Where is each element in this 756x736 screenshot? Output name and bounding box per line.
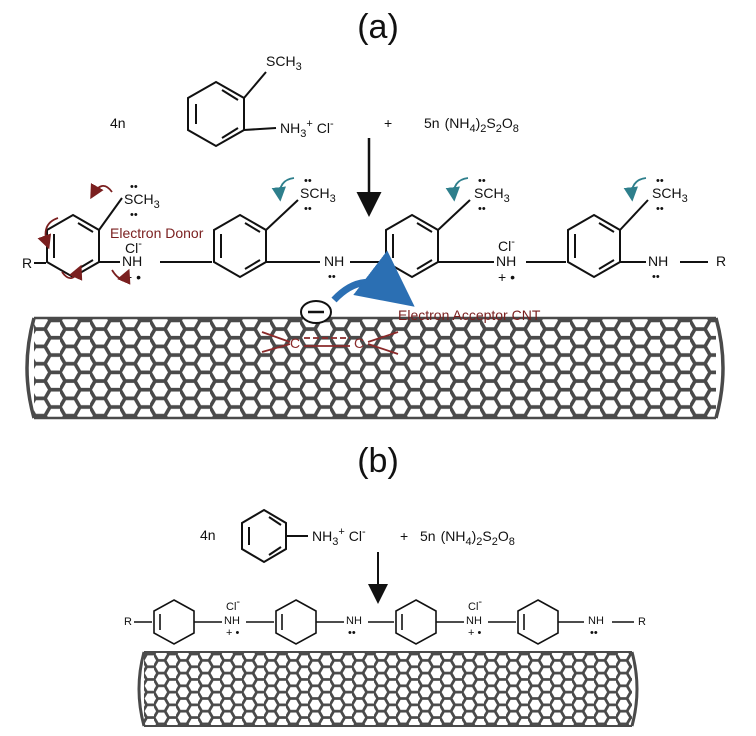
ring-double-bond — [268, 546, 282, 556]
ammonium-persulfate: 5n(NH4)2S2O8 — [420, 528, 515, 548]
end-group-right: R — [638, 616, 646, 628]
bond — [243, 127, 277, 131]
panel-a-reactants: 4n SCH3 NH3+Cl- + 5n(NH4)2S2O8 — [110, 53, 519, 148]
thiomethyl-group: SCH3 — [300, 185, 336, 205]
lone-pair: •• — [304, 175, 312, 187]
benzene-ring — [517, 599, 559, 645]
imine-group: NH — [588, 615, 604, 627]
end-group-right: R — [716, 253, 726, 269]
curly-arrow-icon — [111, 268, 131, 285]
lone-pair: •• — [656, 175, 664, 187]
benzene-ring — [395, 599, 437, 645]
carbon-atom: C — [290, 335, 300, 351]
ring-double-bond — [221, 127, 239, 139]
bond — [367, 331, 399, 343]
imine-group: NH — [496, 253, 516, 269]
lone-pair: •• — [304, 203, 312, 215]
anilinium-group: NH3+Cl- — [280, 118, 334, 140]
curly-arrow-icon — [445, 177, 469, 202]
lone-pair: •• — [478, 203, 486, 215]
nanotube-end — [137, 651, 146, 727]
counter-ion: Cl- — [125, 238, 142, 256]
thiomethyl-group: SCH3 — [266, 53, 302, 73]
ring-double-bond — [268, 516, 282, 526]
panel-b-label: (b) — [357, 442, 399, 480]
imine-group: NH — [324, 253, 344, 269]
electron-acceptor-label: Electron Acceptor CNT — [398, 307, 541, 323]
imine-group: NH — [224, 615, 240, 627]
ring-double-bond — [416, 222, 433, 233]
bond — [367, 343, 399, 355]
imine-group: NH — [122, 253, 142, 269]
panel-b-reactants: 4n NH3+Cl- + 5n(NH4)2S2O8 — [200, 508, 515, 564]
carbon-atom: C — [354, 335, 364, 351]
ring-double-bond — [416, 259, 433, 270]
thiomethyl-group: SCH3 — [124, 191, 160, 211]
end-group-left: R — [124, 616, 132, 628]
ring-double-bond — [598, 222, 615, 233]
polymer-chain-b: R Cl- NH + • NH •• Cl- NH + • NH •• R — [124, 596, 646, 645]
nanotube-end — [714, 317, 725, 419]
radical-cation: + • — [498, 269, 515, 285]
benzene-ring — [241, 508, 287, 564]
ring-double-bond — [77, 222, 94, 233]
ring-double-bond — [244, 222, 261, 233]
ring-double-bond — [244, 259, 261, 270]
bond — [261, 331, 291, 343]
imine-group: NH — [466, 615, 482, 627]
bond — [98, 197, 123, 231]
bond — [261, 343, 291, 353]
curly-arrow-icon — [623, 177, 647, 202]
anilinium-group: NH3+Cl- — [312, 526, 366, 548]
counter-ion: Cl- — [226, 596, 240, 613]
benzene-ring — [153, 599, 195, 645]
lone-pair: •• — [478, 175, 486, 187]
thiomethyl-group: SCH3 — [652, 185, 688, 205]
thiomethyl-group: SCH3 — [474, 185, 510, 205]
nanotube-end — [630, 651, 639, 727]
counter-ion: Cl- — [468, 596, 482, 613]
lone-pair: •• — [656, 203, 664, 215]
coefficient-4n: 4n — [200, 527, 216, 543]
imine-group: NH — [648, 253, 668, 269]
radical-cation: + • — [468, 627, 481, 639]
ammonium-persulfate: 5n(NH4)2S2O8 — [424, 115, 519, 135]
end-group-left: R — [22, 255, 32, 271]
bond — [243, 71, 267, 99]
panel-a-label: (a) — [357, 8, 399, 46]
ring-double-bond — [221, 89, 239, 101]
curly-arrow-icon — [90, 183, 113, 200]
lone-pair: •• — [328, 271, 336, 283]
acceptor-site: C C — [261, 331, 399, 355]
lone-pair: •• — [130, 209, 138, 221]
lone-pair: •• — [348, 627, 356, 639]
counter-ion: Cl- — [498, 236, 515, 254]
radical-cation: + • — [124, 269, 141, 285]
carbon-nanotube-b — [137, 651, 639, 727]
benzene-ring — [275, 599, 317, 645]
imine-group: NH — [346, 615, 362, 627]
coefficient-4n: 4n — [110, 115, 126, 131]
nanotube-lattice — [144, 652, 632, 726]
polymer-chain-a: R •• SCH3 •• Cl- NH + • Electron Donor •… — [22, 175, 726, 285]
plus-sign: + — [384, 115, 392, 131]
lone-pair: •• — [130, 181, 138, 193]
nanotube-lattice — [34, 318, 716, 418]
curly-arrow-icon — [37, 217, 59, 250]
electron-transfer-arrow-icon — [331, 250, 415, 307]
carbon-nanotube-a: C C Electron Acceptor CNT — [25, 250, 725, 420]
bond — [437, 199, 471, 231]
electron-donor-label: Electron Donor — [110, 225, 204, 241]
bond — [619, 199, 649, 231]
plus-sign: + — [400, 528, 408, 544]
lone-pair: •• — [590, 627, 598, 639]
ring-double-bond — [598, 259, 615, 270]
curly-arrow-icon — [271, 177, 295, 202]
nanotube-end — [25, 317, 36, 419]
bond — [265, 199, 299, 231]
radical-cation: + • — [226, 627, 239, 639]
lone-pair: •• — [652, 271, 660, 283]
curly-arrow-icon — [61, 264, 83, 281]
